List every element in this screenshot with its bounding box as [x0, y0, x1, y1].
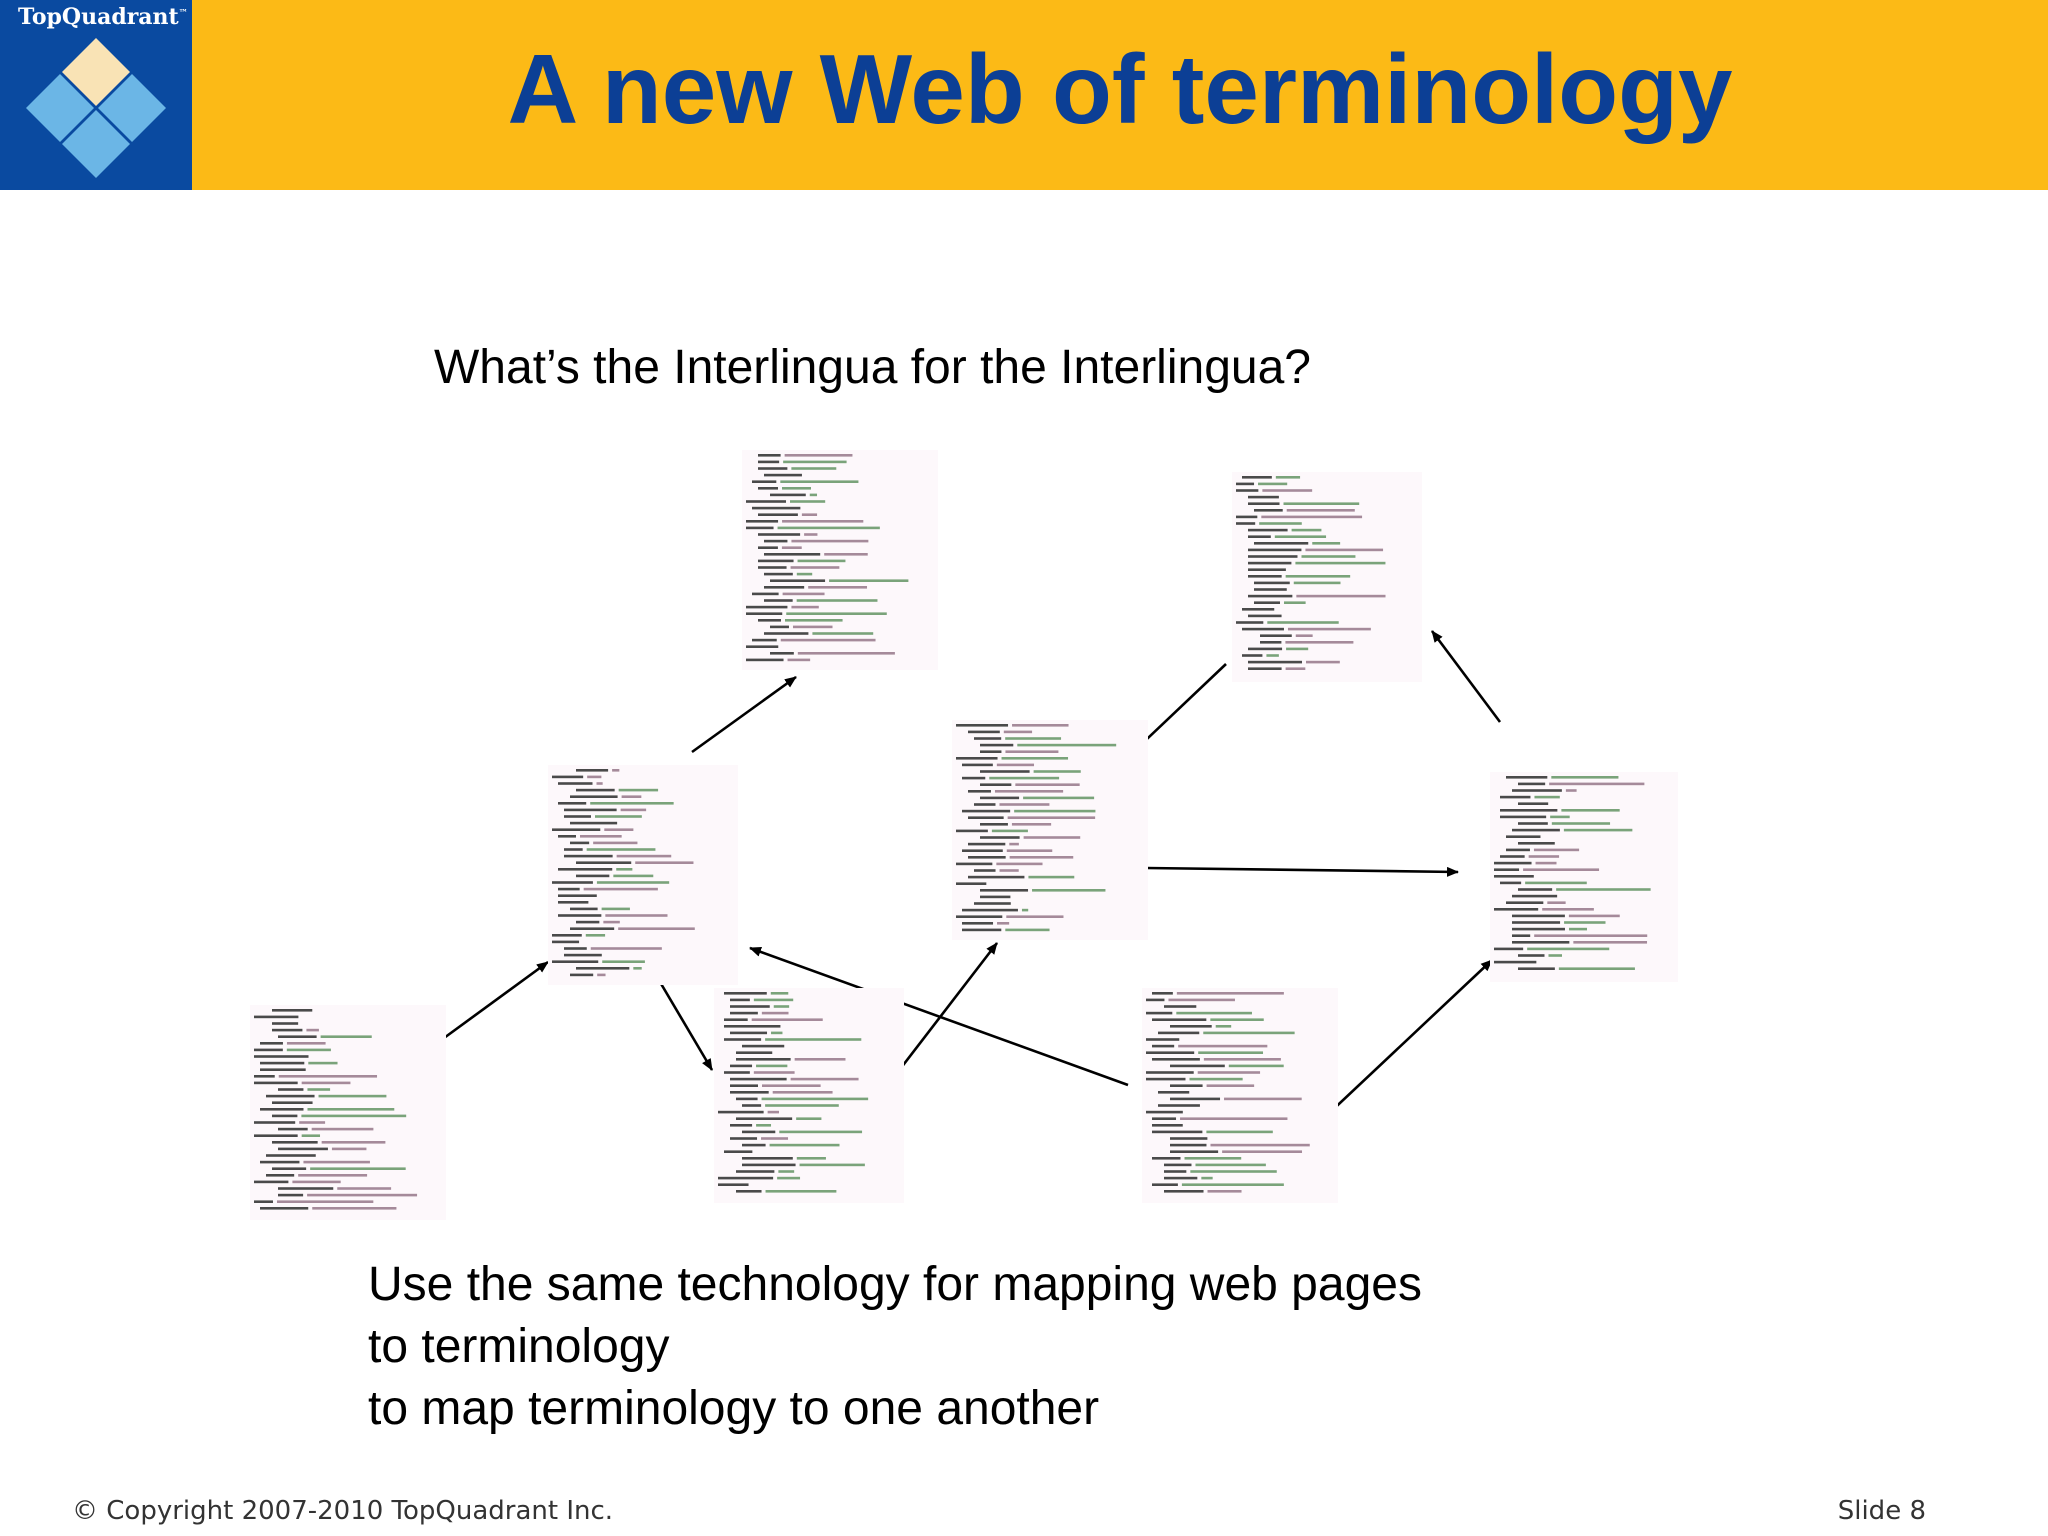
slide-number: Slide 8 [1837, 1496, 1926, 1526]
xml-document-thumbnail [952, 720, 1148, 940]
bottom-line: to terminology [368, 1320, 670, 1373]
connection-arrow [443, 960, 549, 1040]
xml-document-thumbnail [1142, 988, 1338, 1203]
connection-arrow [749, 946, 1129, 1087]
bottom-line: to map terminology to one another [368, 1382, 1100, 1435]
xml-document-thumbnail [742, 450, 938, 670]
header-bar [0, 0, 2048, 190]
connection-arrow [691, 675, 797, 754]
diamond-logo-icon [26, 38, 166, 178]
logo-wordmark: TopQuadrant™ [18, 4, 188, 30]
xml-document-thumbnail [1490, 772, 1678, 982]
connection-arrow [658, 981, 714, 1071]
footer-copyright: © Copyright 2007-2010 TopQuadrant Inc. [72, 1496, 614, 1526]
slide-title: A new Web of terminology [507, 34, 1733, 144]
connection-arrow [1430, 630, 1502, 723]
bottom-text-block: Use the same technology for mapping web … [368, 1254, 1422, 1440]
connection-arrow [1145, 866, 1459, 877]
xml-document-thumbnail [250, 1005, 446, 1220]
xml-document-thumbnail [1232, 472, 1422, 682]
bottom-line: Use the same technology for mapping web … [368, 1258, 1422, 1311]
xml-document-thumbnail [714, 988, 904, 1203]
question-text: What’s the Interlingua for the Interling… [434, 341, 1311, 394]
topquadrant-logo: TopQuadrant™ [0, 0, 192, 190]
xml-document-thumbnail [548, 765, 738, 985]
